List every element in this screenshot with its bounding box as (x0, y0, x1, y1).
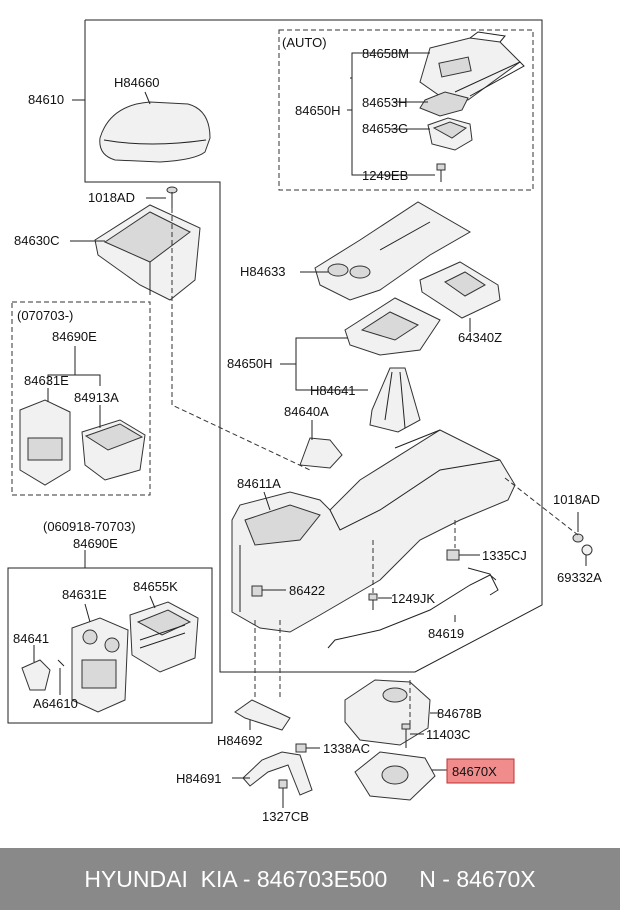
part-number-footer: HYUNDAI KIA - 846703E500 N - 84670X (0, 848, 620, 910)
label-84650h-mid: 84650H (227, 356, 273, 371)
auto-group-box (278, 29, 534, 191)
trim-84631e-b-part (71, 617, 129, 713)
label-84655k: 84655K (133, 579, 178, 594)
bracket-h84692-part (234, 699, 291, 731)
label-84670x: 84670X (452, 764, 497, 779)
label-group-060918: (060918-70703) (43, 519, 136, 534)
label-h84660: H84660 (114, 75, 160, 90)
label-1249jk: 1249JK (391, 591, 435, 606)
label-84658m: 84658M (362, 46, 409, 61)
shift-boot-part (369, 367, 421, 433)
label-84641: 84641 (13, 631, 49, 646)
label-1249eb: 1249EB (362, 168, 408, 183)
screw-a64610-part (57, 659, 65, 667)
holder-84655k-part (129, 601, 199, 673)
console-body-part (231, 429, 516, 633)
label-84678b: 84678B (437, 706, 482, 721)
cap-86422-part (251, 585, 263, 597)
shift-indicator-mid-part (344, 297, 441, 356)
indicator-housing-part (427, 117, 473, 151)
indicator-plate-part (419, 91, 469, 117)
label-69332a: 69332A (557, 570, 602, 585)
label-1018ad-left: 1018AD (88, 190, 135, 205)
upper-trim-panel-part (314, 201, 472, 301)
main-frame (84, 19, 543, 673)
label-84619: 84619 (428, 626, 464, 641)
bracket-64340z-part (419, 261, 501, 319)
label-84630c: 84630C (14, 233, 60, 248)
group-060918-box (7, 567, 213, 724)
label-1018ad-right: 1018AD (553, 492, 600, 507)
label-64340z: 64340Z (458, 330, 502, 345)
part-highlight-box (446, 758, 515, 784)
screw-11403c-part (401, 723, 411, 748)
label-1335cj: 1335CJ (482, 548, 527, 563)
label-h84692: H84692 (217, 733, 263, 748)
label-86422: 86422 (289, 583, 325, 598)
bracket-h84691-part (242, 751, 313, 796)
label-h84691: H84691 (176, 771, 222, 786)
group-070703-box (11, 301, 151, 496)
screw-1249jk-part (368, 593, 378, 610)
label-84640a: 84640A (284, 404, 329, 419)
screw-1018ad-right-part (572, 533, 584, 543)
shifter-base-84670x-part (354, 751, 436, 801)
bolt-1327cb-part (278, 779, 288, 800)
leader-lines (33, 52, 587, 808)
label-84653h: 84653H (362, 95, 408, 110)
screw-1249eb-part (436, 163, 446, 182)
knob-84641-part (21, 659, 51, 691)
label-h84641: H84641 (310, 383, 356, 398)
parts-diagram: (AUTO) 84658M 84650H 84653H 84653G 1249E… (7, 19, 602, 824)
cover-84678b-part (344, 679, 431, 746)
tray-84913a-part (81, 419, 146, 481)
label-1338ac: 1338AC (323, 741, 370, 756)
label-group-070703: (070703-) (17, 308, 73, 323)
storage-box-part (94, 204, 201, 301)
label-84690e-a: 84690E (52, 329, 97, 344)
cover-84640a-part (299, 437, 343, 469)
label-84913a: 84913A (74, 390, 119, 405)
label-1327cb: 1327CB (262, 809, 309, 824)
label-11403c: 11403C (426, 727, 471, 742)
nut-1338ac-part (295, 743, 307, 753)
shift-cover-plate-part (419, 31, 525, 101)
part-labels: (AUTO) 84658M 84650H 84653H 84653G 1249E… (13, 35, 602, 824)
label-84650h-top: 84650H (295, 103, 341, 118)
armrest-lid-part (99, 101, 211, 163)
label-h84633: H84633 (240, 264, 286, 279)
cable-84619-part (327, 567, 499, 649)
plug-69332a-part (581, 544, 593, 556)
screw-1018ad-left-part (166, 186, 178, 208)
label-84631e-b: 84631E (62, 587, 107, 602)
clip-1335cj-part (446, 549, 460, 561)
label-84611a: 84611A (237, 476, 281, 491)
label-84631e-a: 84631E (24, 373, 69, 388)
label-84610: 84610 (28, 92, 64, 107)
label-a64610: A64610 (33, 696, 78, 711)
label-84653g: 84653G (362, 121, 408, 136)
label-84690e-b: 84690E (73, 536, 118, 551)
trim-84631e-a-part (19, 399, 71, 486)
label-auto-group: (AUTO) (282, 35, 327, 50)
